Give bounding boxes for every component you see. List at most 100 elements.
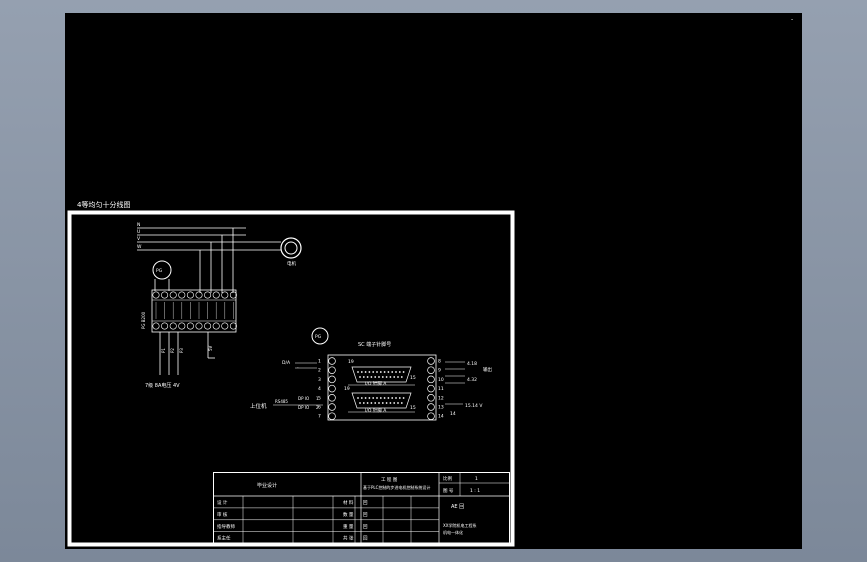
bottom-left-caption: 7级 8A电压 4V <box>145 382 180 389</box>
sheet-title: 4等均匀十分线图 <box>77 200 130 209</box>
connector-pin-number: 7 <box>318 414 321 420</box>
connector-pin-number: 12 <box>438 395 444 401</box>
connector-pin-number: 11 <box>438 386 444 392</box>
terminal-screw <box>229 291 237 299</box>
connector-pin-number: 15 <box>410 405 416 411</box>
terminal-screw <box>169 322 177 330</box>
connector-contact <box>395 397 397 399</box>
connector-pin <box>328 357 336 365</box>
connector-contact <box>376 371 378 373</box>
connector-body <box>327 354 437 421</box>
connector-contact <box>379 397 382 399</box>
connector-contact <box>400 376 403 378</box>
terminal-screw <box>204 322 212 330</box>
title-block-scale-label: 比例 <box>443 475 452 482</box>
right-output-label: 4.32 <box>467 377 477 383</box>
cad-viewport[interactable]: - 4等均匀十分线图 N U V W 电机 PG <box>65 13 802 549</box>
connector-pin-number: 9 <box>438 368 441 374</box>
connector-contact <box>368 397 371 399</box>
connector-contact <box>381 376 384 378</box>
connector-contact <box>364 397 367 399</box>
connector-contact <box>368 371 371 373</box>
connector-contact <box>372 371 375 373</box>
terminal-screw <box>221 291 229 299</box>
vertical-lead-label: P3 <box>179 348 184 353</box>
connector-contact <box>374 376 377 378</box>
connector-contact <box>366 376 369 378</box>
terminal-screw <box>212 291 220 299</box>
drawing-frame <box>67 210 515 547</box>
right-output-label: 4.18 <box>467 361 477 367</box>
terminal-screw <box>178 291 186 299</box>
terminal-screw <box>221 322 229 330</box>
connector-contact <box>387 397 390 399</box>
connector-contact <box>360 371 363 373</box>
connector-contact <box>385 376 388 378</box>
title-block-sheet-value: 1 : 1 <box>470 488 480 494</box>
connector-contact <box>366 402 369 404</box>
comm-line-label: DP IO <box>298 396 309 401</box>
terminal-screw <box>204 291 212 299</box>
title-block-school: 机电一体化 <box>443 529 463 535</box>
terminal-screw <box>178 322 186 330</box>
connector-pin <box>328 412 336 420</box>
title-block-mark: 回 <box>363 500 368 506</box>
motor-symbol <box>280 237 302 259</box>
title-block-project: 毕业设计 <box>257 482 277 489</box>
connector-contact <box>400 402 403 404</box>
connector-pin <box>328 403 336 411</box>
connector-contact <box>402 397 405 399</box>
side-lead-label: 5V <box>208 345 213 351</box>
connector-pin <box>427 384 435 393</box>
title-block-row-label: 审 核 <box>217 511 228 518</box>
connector-pin-number: 15 <box>410 375 416 381</box>
title-block-mark: 回 <box>363 512 368 518</box>
connector-pin <box>427 375 435 384</box>
connector-contact <box>378 402 380 404</box>
connector-pin <box>328 394 336 402</box>
phase-line-label: U <box>137 229 140 235</box>
connector-contact <box>359 402 361 404</box>
left-signal-label: D/A <box>282 360 291 366</box>
connector-pin-number: 1 <box>318 359 321 365</box>
connector-pin-number: 19 <box>344 386 350 392</box>
pg-encoder-symbol <box>311 327 329 345</box>
phase-line-label: V <box>137 236 141 242</box>
connector-contact <box>397 376 399 378</box>
pg-encoder-symbol <box>152 260 172 280</box>
terminal-screw <box>195 291 203 299</box>
connector-pin <box>328 375 336 384</box>
right-output-label: 14 <box>450 411 456 417</box>
title-block-mid-label: 重 量 <box>343 523 354 530</box>
connector-contact <box>362 376 365 378</box>
comm-value: 1 <box>316 396 319 401</box>
terminal-screw <box>212 322 220 330</box>
connector-pin <box>427 412 435 420</box>
title-block-row-label: 指导教师 <box>217 523 235 530</box>
comm-line-label: DP IO <box>298 405 309 410</box>
title-block-sheet-label: 图 号 <box>443 488 454 494</box>
connector-contact <box>387 371 390 373</box>
connector-title: SC 端子针脚号 <box>358 341 391 348</box>
title-block-row-label: 设 计 <box>217 499 228 506</box>
connector-pin <box>328 366 336 374</box>
comm-value: 2 <box>316 405 319 410</box>
connector-contact <box>357 371 359 373</box>
title-block-drawing-name: 基于PLC控制的步进电机控制系统设计 <box>363 484 430 490</box>
connector-contact <box>379 371 382 373</box>
title-block-drawing-name: 工 程 图 <box>381 476 398 483</box>
schematic: N U V W 电机 PG PG B200 <box>137 222 492 421</box>
pg-label: PG <box>156 268 163 274</box>
connector-contact <box>364 371 367 373</box>
connector-pin-number: 10 <box>438 377 444 383</box>
connector-pin-number: 3 <box>318 377 321 383</box>
terminal-screw <box>161 291 169 299</box>
drawing-canvas: - 4等均匀十分线图 N U V W 电机 PG <box>67 16 793 547</box>
connector-pin <box>427 403 435 411</box>
terminal-screw <box>169 291 177 299</box>
title-block-mark: 回 <box>363 536 368 542</box>
connector-pin-number: 2 <box>318 368 321 374</box>
terminal-block-label: PG B200 <box>141 311 146 329</box>
terminal-screw <box>195 322 203 330</box>
vertical-lead-label: P2 <box>170 348 175 353</box>
